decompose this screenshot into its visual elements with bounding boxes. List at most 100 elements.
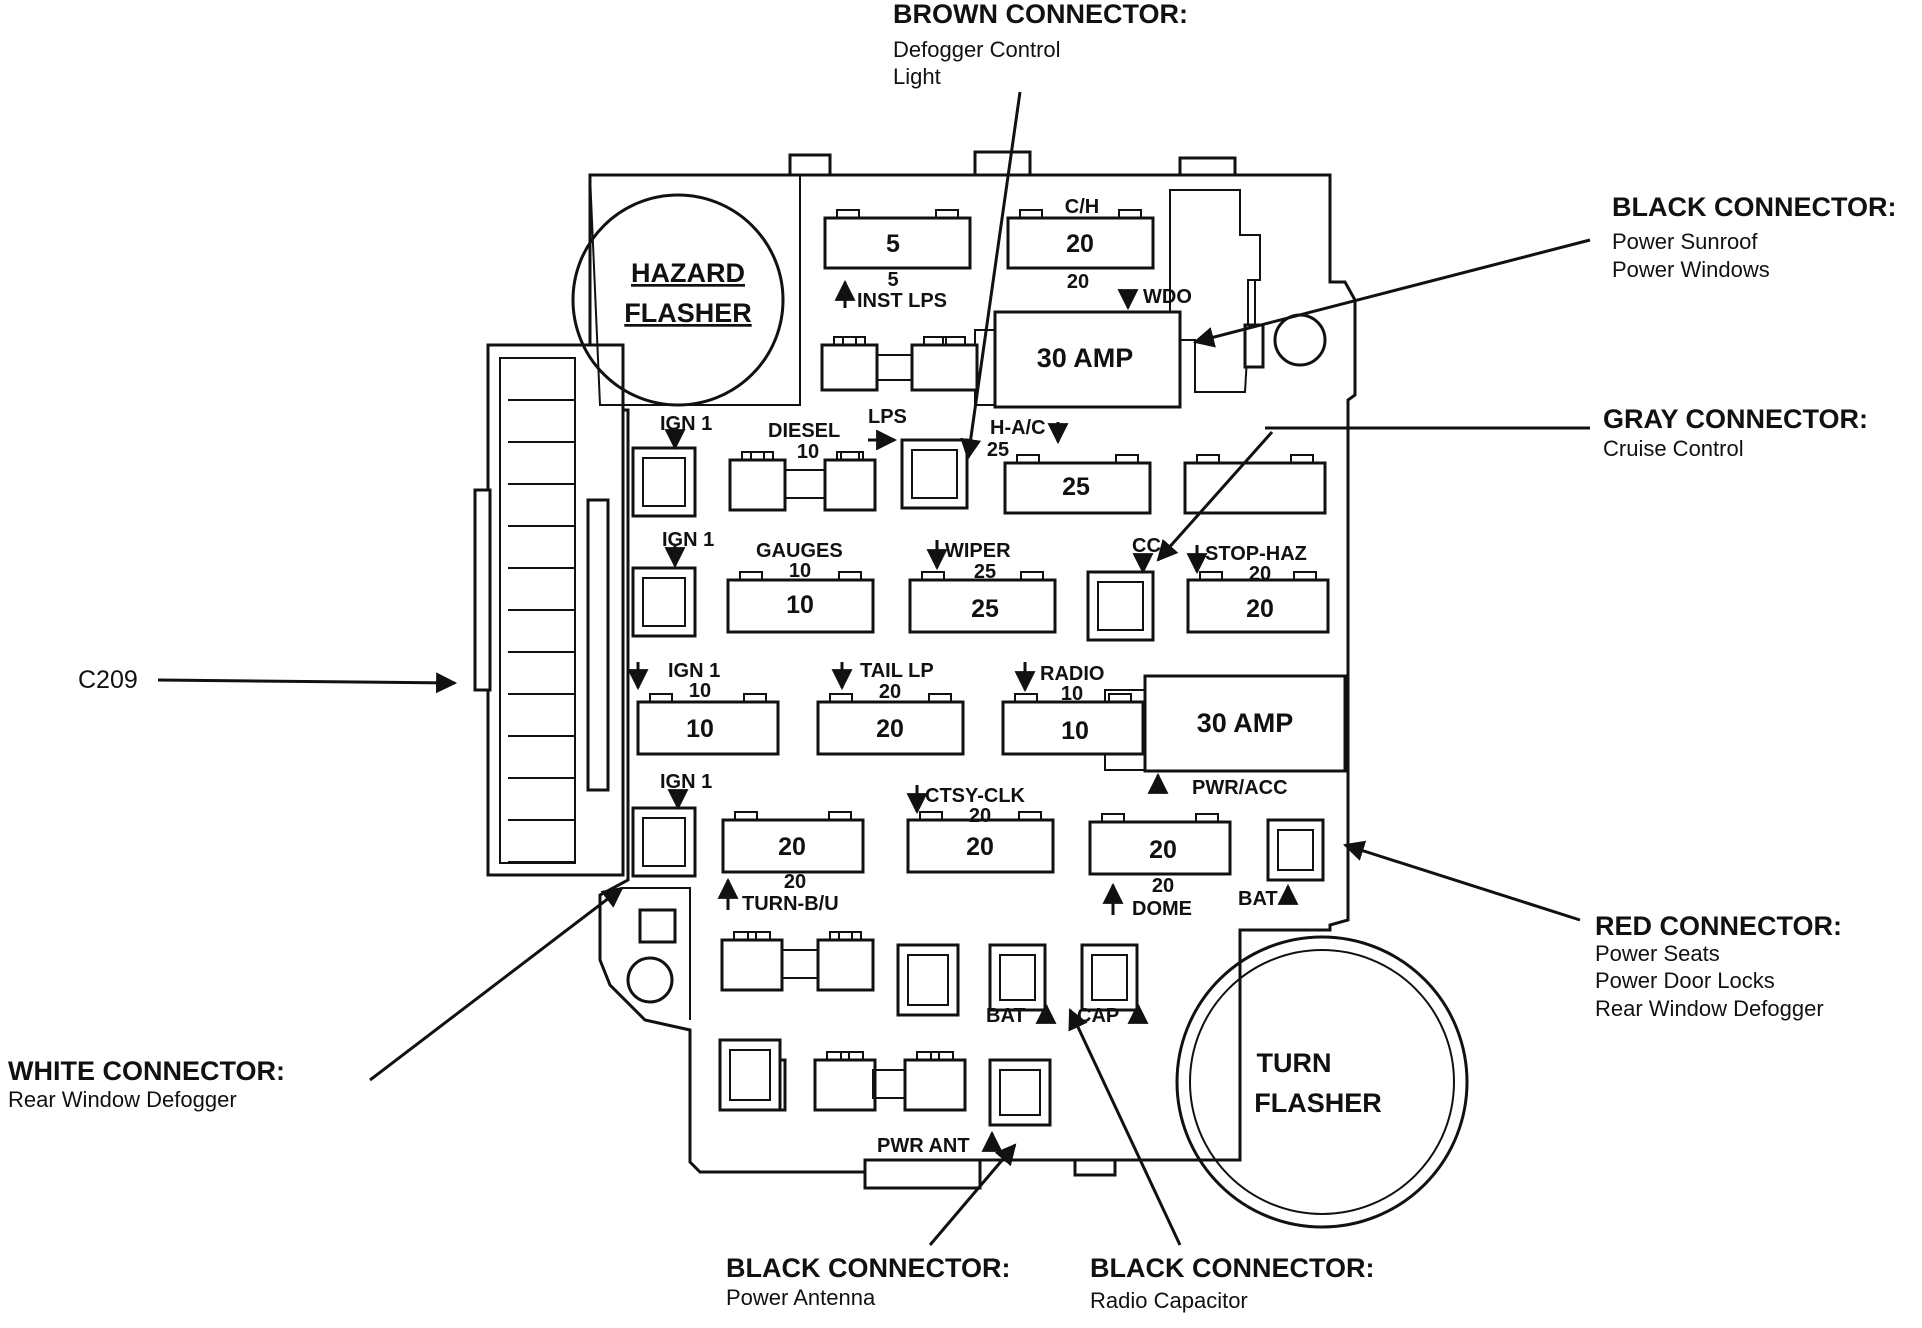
fuse-body	[726, 578, 875, 634]
fuse-body	[816, 938, 875, 992]
fuse-terminal	[1290, 454, 1314, 464]
connector-inner	[911, 449, 958, 499]
fuse-turn-bu-rating: 20	[784, 871, 806, 893]
fuse-inst-lps-value: 5	[886, 230, 900, 258]
fuse-wiper-rating: 25	[974, 561, 996, 583]
connector-inner	[1097, 581, 1144, 631]
fuse-gauges-label: GAUGES	[756, 540, 843, 562]
fuse-terminal	[733, 931, 757, 941]
fuse-terminal	[942, 336, 966, 346]
connector-inner	[642, 457, 686, 507]
fuse-inst-lps-label: INST LPS	[857, 290, 947, 312]
fuse-terminal	[928, 693, 952, 703]
fuse-bat-red-label: BAT	[1238, 888, 1278, 910]
callout-pointers	[157, 91, 1591, 1246]
fuse-terminal	[1115, 454, 1139, 464]
fuse-ch-rating: 20	[1067, 271, 1089, 293]
fuse-radio-rating: 10	[1061, 683, 1083, 705]
fuse-terminal	[1101, 813, 1125, 823]
callout-white: WHITE CONNECTOR: Rear Window Defogger	[8, 1056, 285, 1112]
fuse-terminal	[1118, 209, 1142, 219]
fuse-terminal	[840, 1051, 864, 1061]
fuse-terminal	[935, 209, 959, 219]
callout-black-top-title: BLACK CONNECTOR:	[1612, 192, 1897, 222]
fuse-turn-bu-value: 20	[778, 833, 806, 861]
fuse-terminal	[826, 1051, 850, 1061]
callout-red-line1: Power Seats	[1595, 941, 1720, 966]
connector-inner	[907, 954, 949, 1006]
fuse-cap-label: CAP	[1077, 1005, 1119, 1027]
fuse-hac-value: 25	[1062, 473, 1090, 501]
connector-inner	[642, 577, 686, 627]
fuse-ctsy-clk-label: CTSY-CLK	[925, 785, 1026, 807]
fuse-ign1-c-label: IGN 1	[668, 660, 720, 682]
turn-flasher-line2: FLASHER	[1254, 1088, 1382, 1118]
fuse-body	[1186, 578, 1330, 634]
fuse-link	[876, 354, 913, 381]
callout-black-antenna-line1: Power Antenna	[726, 1285, 876, 1310]
fuse-terminal	[1016, 454, 1040, 464]
callout-brown: BROWN CONNECTOR: Defogger Control Light	[893, 0, 1188, 89]
connector-inner	[642, 817, 686, 867]
fuse-terminal	[836, 209, 860, 219]
fuse-lps-label: LPS	[868, 406, 907, 428]
callout-brown-line1: Defogger Control	[893, 37, 1061, 62]
fuse-stop-haz-value: 20	[1246, 595, 1274, 623]
callout-black-radio-title: BLACK CONNECTOR:	[1090, 1253, 1375, 1283]
fuse-terminal	[828, 811, 852, 821]
fuse-cc-label: CC	[1132, 535, 1161, 557]
callout-c209-label: C209	[78, 666, 138, 694]
fuse-terminal	[919, 811, 943, 821]
fuse-turn-bu-label: TURN-B/U	[742, 893, 839, 915]
fuse-terminal	[1018, 811, 1042, 821]
fuse-bat-mid-label: BAT	[986, 1005, 1026, 1027]
fuse-terminal	[734, 811, 758, 821]
pointer-black-antenna	[928, 1143, 1017, 1246]
fuse-body	[728, 458, 787, 512]
fuse-terminal	[649, 693, 673, 703]
fuse-wiper-label: WIPER	[945, 540, 1011, 562]
callout-brown-line2: Light	[893, 64, 941, 89]
fuse-hac-rating: 25	[987, 439, 1009, 461]
fuse-terminal	[1019, 209, 1043, 219]
fuse-body	[720, 938, 784, 992]
connector-inner	[1091, 954, 1128, 1001]
fuse-body	[823, 216, 972, 270]
fuse-terminal	[750, 451, 774, 461]
callout-white-title: WHITE CONNECTOR:	[8, 1056, 285, 1086]
breaker-wdo-label: 30 AMP	[1037, 343, 1134, 373]
fuse-values: 5 20 25 10 25 20 10 20 10 20 20 20	[686, 230, 1274, 864]
circuit-breaker-wdo: 30 AMP	[974, 310, 1182, 409]
fuse-ctsy-clk-rating: 20	[969, 805, 991, 827]
callout-red-line2: Power Door Locks	[1595, 968, 1775, 993]
fuse-tail-lp-value: 20	[876, 715, 904, 743]
callout-c209: C209	[78, 666, 138, 694]
fuse-body	[1001, 700, 1145, 756]
fuse-terminal	[838, 931, 862, 941]
turn-flasher: TURN FLASHER	[1175, 935, 1469, 1229]
callout-black-top-line1: Power Sunroof	[1612, 229, 1758, 254]
connector-inner	[999, 1069, 1041, 1116]
fuse-terminal	[1293, 571, 1317, 581]
connector-inner	[1277, 829, 1314, 871]
callout-red-title: RED CONNECTOR:	[1595, 911, 1842, 941]
callout-black-radio: BLACK CONNECTOR: Radio Capacitor	[1090, 1253, 1375, 1313]
fuse-body	[816, 700, 965, 756]
fuse-body	[813, 1058, 877, 1112]
fuse-terminal	[921, 571, 945, 581]
fuse-terminal	[1195, 813, 1219, 823]
fuse-terminal	[923, 336, 947, 346]
fuse-body	[908, 578, 1057, 634]
fuse-body	[1006, 216, 1155, 270]
callout-black-radio-line1: Radio Capacitor	[1090, 1288, 1248, 1313]
fuse-body	[636, 700, 780, 756]
callout-black-top: BLACK CONNECTOR: Power Sunroof Power Win…	[1612, 192, 1897, 282]
fuse-inst-lps-rating: 5	[887, 269, 898, 291]
hazard-flasher: HAZARD FLASHER	[571, 174, 801, 407]
fuse-ch-label: C/H	[1065, 196, 1099, 218]
callout-red: RED CONNECTOR: Power Seats Power Door Lo…	[1595, 911, 1842, 1021]
fuse-dome-value: 20	[1149, 836, 1177, 864]
circuit-breaker-pwr-acc: 30 AMP	[1104, 674, 1347, 773]
fuse-stop-haz-rating: 20	[1249, 563, 1271, 585]
